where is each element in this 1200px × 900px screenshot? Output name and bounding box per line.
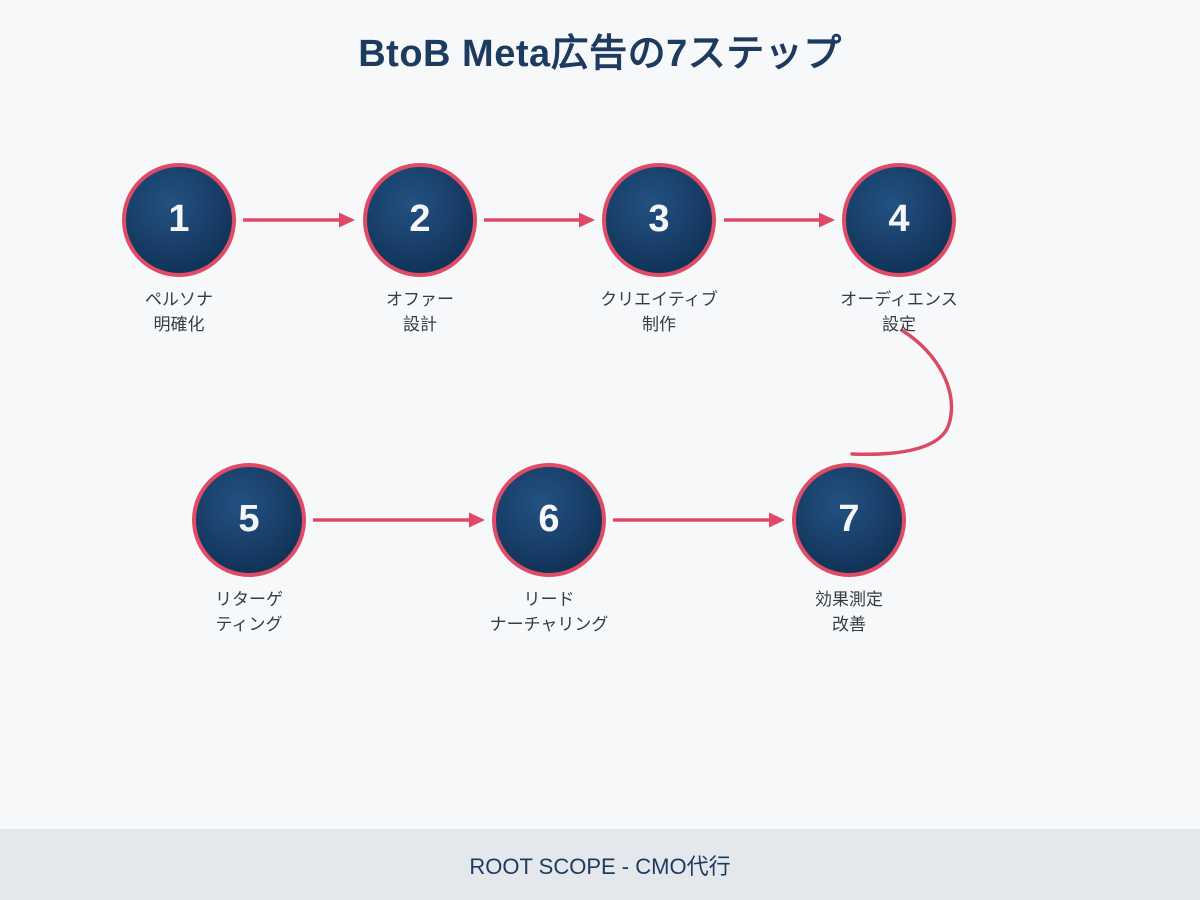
step-4-number: 4 — [888, 198, 910, 240]
step-4-label-line2: 設定 — [882, 315, 916, 334]
step-5-number: 5 — [238, 498, 260, 540]
step-7-label-line1: 効果測定 — [815, 590, 883, 609]
step-4-circle: 4 — [842, 163, 956, 277]
step-3-label-line1: クリエイティブ — [600, 290, 718, 309]
step-6-label: リード ナーチャリング — [439, 587, 659, 637]
step-6-label-line2: ナーチャリング — [489, 615, 609, 634]
step-5-label: リターゲ ティング — [139, 587, 359, 637]
step-7-circle: 7 — [792, 463, 906, 577]
step-1-label: ペルソナ 明確化 — [69, 287, 289, 337]
arrow-step5-step6 — [313, 512, 485, 528]
step-4-label-line1: オーディエンス — [840, 290, 958, 309]
step-2-circle: 2 — [363, 163, 477, 277]
step-5-circle: 5 — [192, 463, 306, 577]
arrow-step6-step7 — [613, 512, 785, 528]
step-2-label: オファー 設計 — [310, 287, 530, 337]
step-1-number: 1 — [168, 198, 190, 240]
step-5-label-line2: ティング — [215, 615, 283, 634]
curve-step4-step7 — [850, 329, 954, 457]
step-7-label-line2: 改善 — [832, 615, 866, 634]
step-5-label-line1: リターゲ — [215, 590, 283, 609]
page-title: BtoB Meta広告の7ステップ — [358, 33, 842, 75]
step-1-circle: 1 — [122, 163, 236, 277]
step-6-circle: 6 — [492, 463, 606, 577]
step-7-number: 7 — [838, 498, 860, 540]
step-3-circle: 3 — [602, 163, 716, 277]
step-1-label-line2: 明確化 — [153, 315, 205, 334]
step-4-label: オーディエンス 設定 — [789, 287, 1009, 337]
step-3-label-line2: 制作 — [642, 315, 676, 334]
step-7-label: 効果測定 改善 — [739, 587, 959, 637]
step-2-number: 2 — [409, 198, 431, 240]
step-3-number: 3 — [648, 198, 670, 240]
step-2-label-line1: オファー — [386, 290, 454, 309]
footer-text: ROOT SCOPE - CMO代行 — [469, 853, 731, 879]
step-3-label: クリエイティブ 制作 — [549, 287, 769, 337]
step-2-label-line2: 設計 — [403, 315, 437, 334]
step-6-number: 6 — [538, 498, 560, 540]
arrow-step3-step4 — [724, 212, 835, 228]
step-6-label-line1: リード — [523, 590, 575, 609]
arrow-step2-step3 — [484, 212, 595, 228]
footer-band: ROOT SCOPE - CMO代行 — [0, 829, 1200, 900]
arrow-step1-step2 — [243, 212, 355, 228]
step-1-label-line1: ペルソナ — [145, 290, 213, 309]
